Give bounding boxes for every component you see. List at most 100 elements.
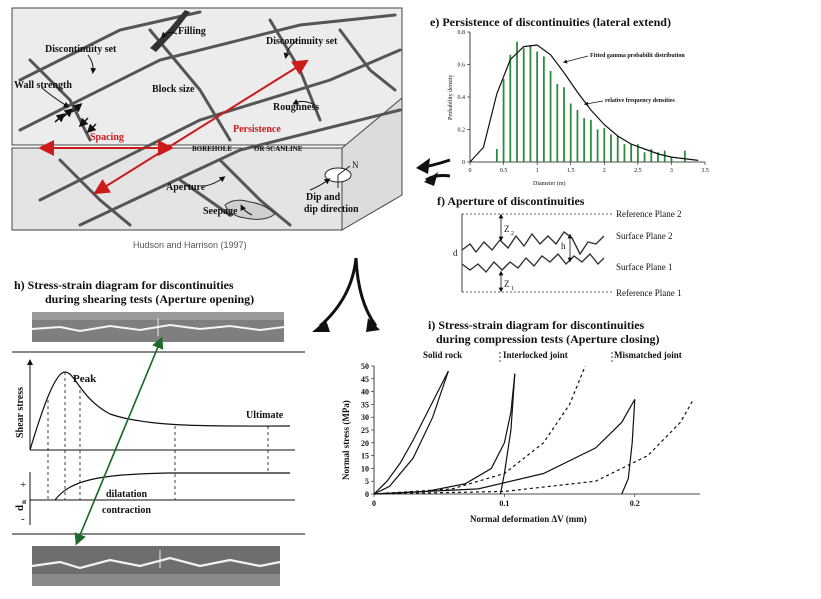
seepage-shape [224, 199, 276, 220]
frequency-bar [636, 144, 639, 162]
persistence-arrow [93, 59, 309, 195]
frequency-bar [630, 144, 633, 162]
label-persistence: Persistence [233, 124, 281, 135]
label-spacing: Spacing [90, 132, 124, 143]
label-disc-set-1: Discontinuity set [45, 44, 117, 55]
y-tick-label: 0.4 [458, 95, 466, 101]
plus-sign: + [20, 479, 26, 491]
label-borehole: BOREHOLE [192, 145, 232, 153]
x-tick-label: 0.1 [499, 499, 509, 508]
sample-photo-top [31, 312, 285, 342]
frequency-bar [650, 149, 653, 162]
credit-text: Hudson and Harrison (1997) [133, 240, 247, 250]
label-block-size: Block size [152, 84, 195, 95]
y-tick-label: 0 [365, 490, 369, 499]
y-tick-label: 25 [361, 426, 369, 435]
shear-title-1: h) Stress-strain diagram for discontinui… [14, 278, 234, 292]
dn-label: d [14, 505, 26, 511]
frequency-bar [502, 79, 505, 162]
frequency-bar [542, 56, 545, 162]
label-disc-set-2: Discontinuity set [266, 36, 338, 47]
ultimate-label: Ultimate [246, 410, 284, 421]
y-tick-label: 50 [361, 362, 369, 371]
frequency-bar [522, 48, 525, 162]
frequency-bar [670, 157, 673, 162]
label-filling: Filling [178, 26, 206, 37]
series-curve [373, 365, 586, 495]
solid-rock-label: Solid rock [423, 350, 462, 360]
shear-title-2: during shearing tests (Aperture opening) [45, 292, 254, 306]
label-aperture: Aperture [166, 182, 206, 193]
frequency-bar [569, 103, 572, 162]
gamma-curve [469, 44, 699, 163]
x-tick-label: 3 [670, 168, 673, 174]
frequency-bar [657, 152, 659, 162]
relative-freq-label: relative frequency densities [605, 98, 675, 104]
label-scanline: OR SCANLINE [254, 145, 303, 153]
x-tick-label: 1 [536, 168, 539, 174]
green-arrow-up [77, 336, 164, 541]
surf-plane-1-label: Surface Plane 1 [616, 262, 672, 272]
y-tick-label: 30 [361, 413, 369, 422]
frequency-bar [616, 136, 619, 162]
shear-panel: h) Stress-strain diagram for discontinui… [12, 278, 305, 586]
y-tick-label: 0.6 [458, 63, 466, 69]
y-tick-label: 35 [361, 400, 369, 409]
aperture-title: f) Aperture of discontinuities [437, 194, 585, 208]
x-tick-label: 2.5 [634, 168, 642, 174]
mismatched-label: Mismatched joint [614, 350, 682, 360]
surf-plane-2-label: Surface Plane 2 [616, 231, 672, 241]
frequency-bar [623, 144, 626, 162]
frequency-bar [643, 152, 646, 162]
label-roughness: Roughness [273, 102, 319, 113]
y-tick-label: 10 [361, 464, 369, 473]
y-tick-label: 45 [361, 375, 369, 384]
frequency-bar [596, 129, 599, 162]
y-tick-label: 0 [462, 160, 465, 166]
frequency-bar [663, 150, 666, 162]
label-north: N [352, 160, 359, 170]
z1-label: Z [504, 279, 510, 289]
label-dip-1: Dip and [306, 192, 341, 203]
x-tick-label: 2 [603, 168, 606, 174]
frequency-bar [683, 150, 686, 162]
shear-stress-curve [29, 371, 291, 451]
x-tick-label: 3.5 [701, 168, 709, 174]
frequency-bar [549, 71, 552, 162]
minus-sign: - [21, 513, 25, 525]
filling-shape [150, 10, 190, 52]
x-tick-label: 1.5 [567, 168, 575, 174]
compression-xlabel: Normal deformation ΔV (mm) [470, 514, 587, 524]
aperture-panel: f) Aperture of discontinuities Z 2 Z 1 h… [437, 194, 681, 298]
persistence-title: e) Persistence of discontinuities (later… [430, 15, 671, 29]
frequency-bar [509, 54, 512, 162]
frequency-bar [556, 84, 559, 162]
series-curve [373, 398, 636, 495]
compression-ylabel: Normal stress (MPa) [341, 400, 351, 480]
series-curve [373, 373, 516, 495]
dilatation-curve [54, 472, 290, 501]
z2-subscript: 2 [511, 231, 514, 237]
label-dip-2: dip direction [304, 204, 359, 215]
persistence-ylabel: Probability density [448, 75, 454, 121]
dilatation-label: dilatation [106, 489, 148, 500]
ref-plane-2-label: Reference Plane 2 [616, 209, 681, 219]
unloading-curve [621, 399, 636, 495]
surface-plane-2 [461, 230, 605, 256]
label-seepage: Seepage [203, 206, 238, 217]
frequency-bar [516, 41, 518, 162]
frequency-bar [589, 119, 592, 162]
frequency-bar [536, 51, 539, 162]
compression-title-2: during compression tests (Aperture closi… [436, 332, 660, 346]
frequency-bar [563, 87, 565, 162]
frequency-bar [603, 127, 606, 162]
ref-plane-1-label: Reference Plane 1 [616, 288, 681, 298]
contraction-label: contraction [102, 505, 151, 516]
z1-subscript: 1 [511, 286, 514, 292]
compression-title-1: i) Stress-strain diagram for discontinui… [428, 318, 645, 332]
label-wall-strength: Wall strength [14, 80, 72, 91]
x-tick-label: 0.2 [630, 499, 640, 508]
